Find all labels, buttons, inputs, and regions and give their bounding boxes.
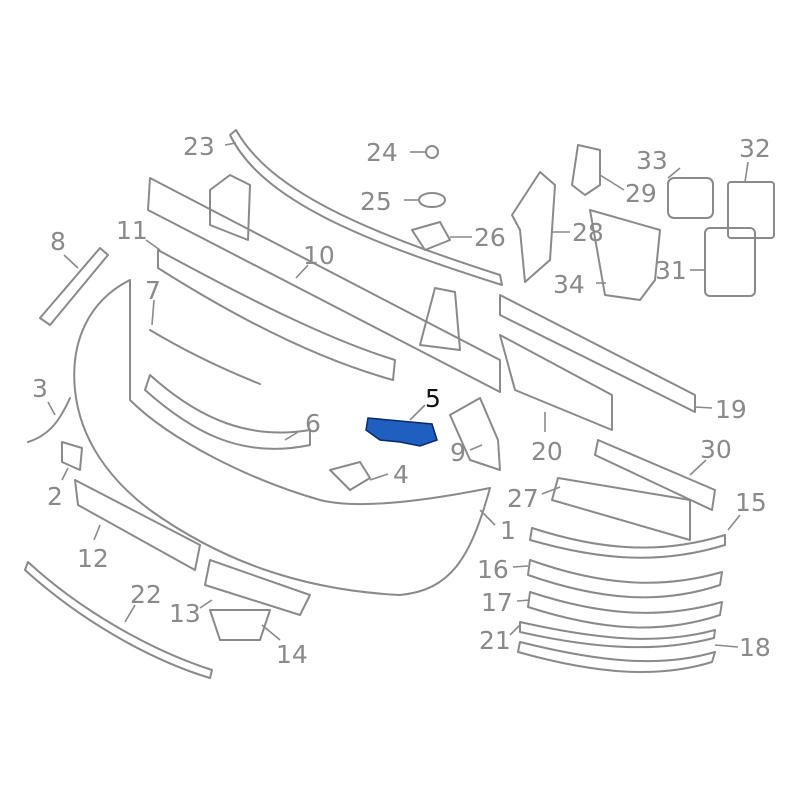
part-21[interactable] [519,621,716,649]
part-11[interactable] [157,249,396,381]
part-8[interactable] [39,247,109,326]
part-27[interactable] [551,477,691,541]
part-9[interactable] [449,397,501,471]
part-17[interactable] [527,591,723,629]
callout-13[interactable]: 13 [169,599,201,628]
part-10[interactable] [147,174,501,393]
part-20[interactable] [499,334,613,431]
callout-28[interactable]: 28 [572,218,604,247]
callout-26[interactable]: 26 [474,223,506,252]
callout-8[interactable]: 8 [50,227,66,256]
callout-21[interactable]: 21 [479,626,511,655]
part-3[interactable] [27,397,71,443]
callout-29[interactable]: 29 [625,179,657,208]
part-31[interactable] [704,227,756,297]
callout-7[interactable]: 7 [145,276,161,305]
part-4[interactable] [329,461,371,491]
part-32[interactable] [727,181,775,239]
part-30[interactable] [594,439,716,511]
part-13[interactable] [204,559,311,616]
callout-27[interactable]: 27 [507,484,539,513]
callout-5[interactable]: 5 [425,384,441,413]
part-22[interactable] [24,561,213,679]
part-18[interactable] [517,641,716,674]
part-25[interactable] [418,192,446,208]
part-6[interactable] [144,374,311,450]
callout-19[interactable]: 19 [715,395,747,424]
part-33[interactable] [667,177,714,219]
callout-31[interactable]: 31 [655,256,687,285]
callout-14[interactable]: 14 [276,640,308,669]
part-2[interactable] [61,441,83,471]
callout-9[interactable]: 9 [450,438,466,467]
part-19[interactable] [499,294,696,413]
part-16[interactable] [527,559,723,599]
callout-15[interactable]: 15 [735,488,767,517]
part-5-highlighted[interactable] [365,417,438,447]
part-26[interactable] [411,221,451,251]
callout-20[interactable]: 20 [531,437,563,466]
callout-23[interactable]: 23 [183,132,215,161]
callout-32[interactable]: 32 [739,134,771,163]
part-23[interactable] [229,129,503,286]
callout-16[interactable]: 16 [477,555,509,584]
leader-lines [47,142,749,648]
part-29[interactable] [571,144,601,196]
part-28[interactable] [511,171,556,283]
callout-25[interactable]: 25 [360,187,392,216]
callout-33[interactable]: 33 [636,146,668,175]
part-1[interactable] [73,279,491,596]
callout-24[interactable]: 24 [366,138,398,167]
part-34[interactable] [589,209,661,301]
callout-30[interactable]: 30 [700,435,732,464]
part-14[interactable] [209,609,271,641]
callout-2[interactable]: 2 [47,482,63,511]
part-15[interactable] [529,527,726,559]
callout-3[interactable]: 3 [32,374,48,403]
callout-1[interactable]: 1 [500,516,516,545]
callout-18[interactable]: 18 [739,633,771,662]
callout-22[interactable]: 22 [130,580,162,609]
callout-12[interactable]: 12 [77,544,109,573]
callout-11[interactable]: 11 [116,216,148,245]
callout-34[interactable]: 34 [553,270,585,299]
part-7[interactable] [149,329,261,385]
callout-4[interactable]: 4 [393,460,409,489]
part-12[interactable] [74,479,201,571]
callout-6[interactable]: 6 [305,409,321,438]
part-24[interactable] [425,145,439,159]
callout-10[interactable]: 10 [303,241,335,270]
callout-17[interactable]: 17 [481,588,513,617]
